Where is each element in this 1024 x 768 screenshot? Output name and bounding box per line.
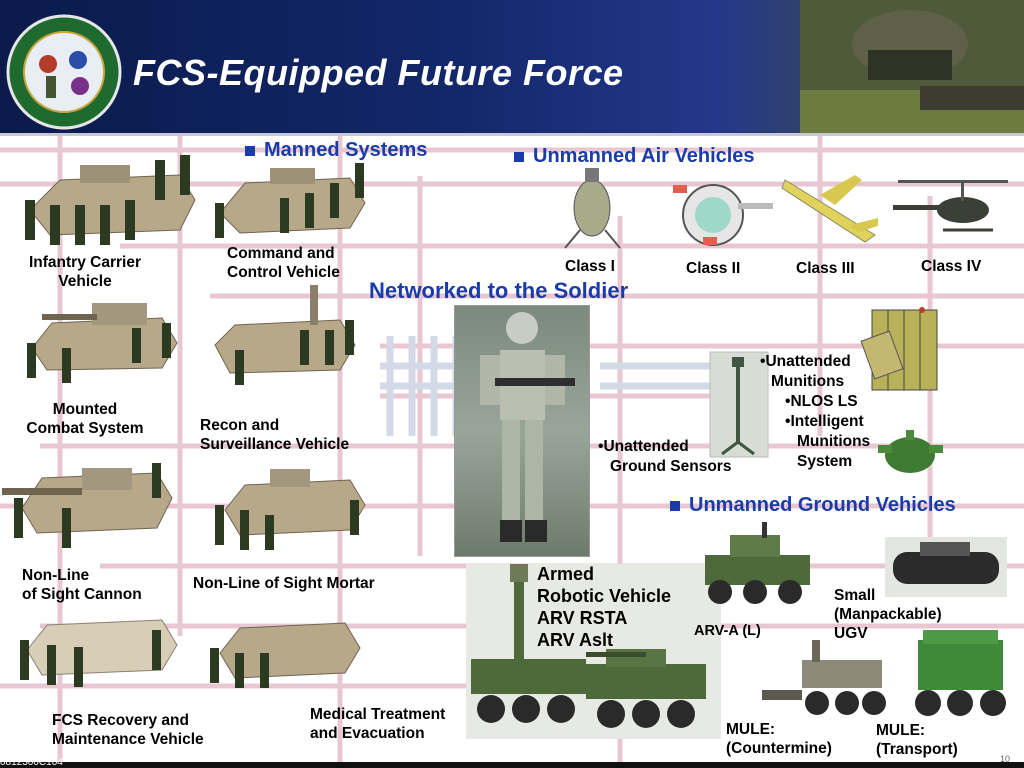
section-manned-systems: Manned Systems [245, 139, 427, 162]
mule-countermine-icon [762, 640, 886, 715]
section-unmanned-air-vehicles: Unmanned Air Vehicles [514, 145, 755, 168]
recon-surveillance-vehicle-icon [214, 285, 356, 385]
header-divider [0, 133, 1024, 136]
intelligent-munitions-icon [878, 430, 943, 473]
mounted-combat-system-icon [27, 303, 178, 383]
armed-robotic-vehicle-icon [466, 564, 721, 739]
section-unmanned-ground-vehicles: Unmanned Ground Vehicles [670, 494, 956, 517]
label-uav-class-1: Class I [565, 258, 615, 275]
label-uav-class-4: Class IV [921, 258, 982, 275]
future-force-soldier-image [454, 305, 590, 557]
infantry-carrier-vehicle-icon [25, 155, 196, 245]
label-arv-a-light: ARV-A (L) [694, 623, 761, 639]
class-3-uav-icon [781, 175, 878, 243]
square-bullet-icon [514, 151, 524, 162]
command-control-vehicle-icon [215, 163, 366, 238]
class-1-uav-icon [564, 168, 621, 249]
footer-slide-code: 0812300C104 [0, 757, 63, 768]
soldier-figure-icon [480, 312, 575, 542]
nlos-cannon-icon [2, 463, 173, 548]
class-4-uav-icon [893, 180, 1008, 232]
section-networked-to-soldier: Networked to the Soldier [369, 278, 629, 303]
arv-a-light-icon [705, 522, 810, 604]
mule-transport-icon [915, 630, 1006, 716]
recovery-maintenance-vehicle-icon [20, 619, 178, 687]
label-mule-transport: MULE:(Transport) [876, 722, 958, 758]
square-bullet-icon [670, 500, 680, 511]
small-ugv-icon [885, 537, 1007, 597]
label-nlos-mortar: Non-Line of Sight Mortar [193, 575, 375, 592]
nlos-mortar-icon [215, 469, 366, 550]
soldier-in-helmet-photo [800, 0, 1024, 133]
footer-bar [0, 762, 1024, 768]
label-small-ugv: Small(Manpackable)UGV [834, 587, 942, 642]
unattended-munitions-text: Unattended Munitions NLOS LS Intelligent… [760, 352, 870, 472]
class-2-uav-icon [673, 184, 773, 246]
footer-page-number: 10 [1000, 754, 1011, 764]
label-uav-class-3: Class III [796, 260, 855, 277]
label-mule-countermine: MULE:(Countermine) [726, 721, 832, 757]
square-bullet-icon [245, 145, 255, 156]
label-uav-class-2: Class II [686, 260, 741, 277]
army-futures-center-seal-icon [6, 14, 122, 130]
page-title: FCS-Equipped Future Force [133, 52, 624, 93]
medical-vehicle-icon [210, 622, 361, 688]
nlos-launch-system-icon [860, 307, 938, 391]
